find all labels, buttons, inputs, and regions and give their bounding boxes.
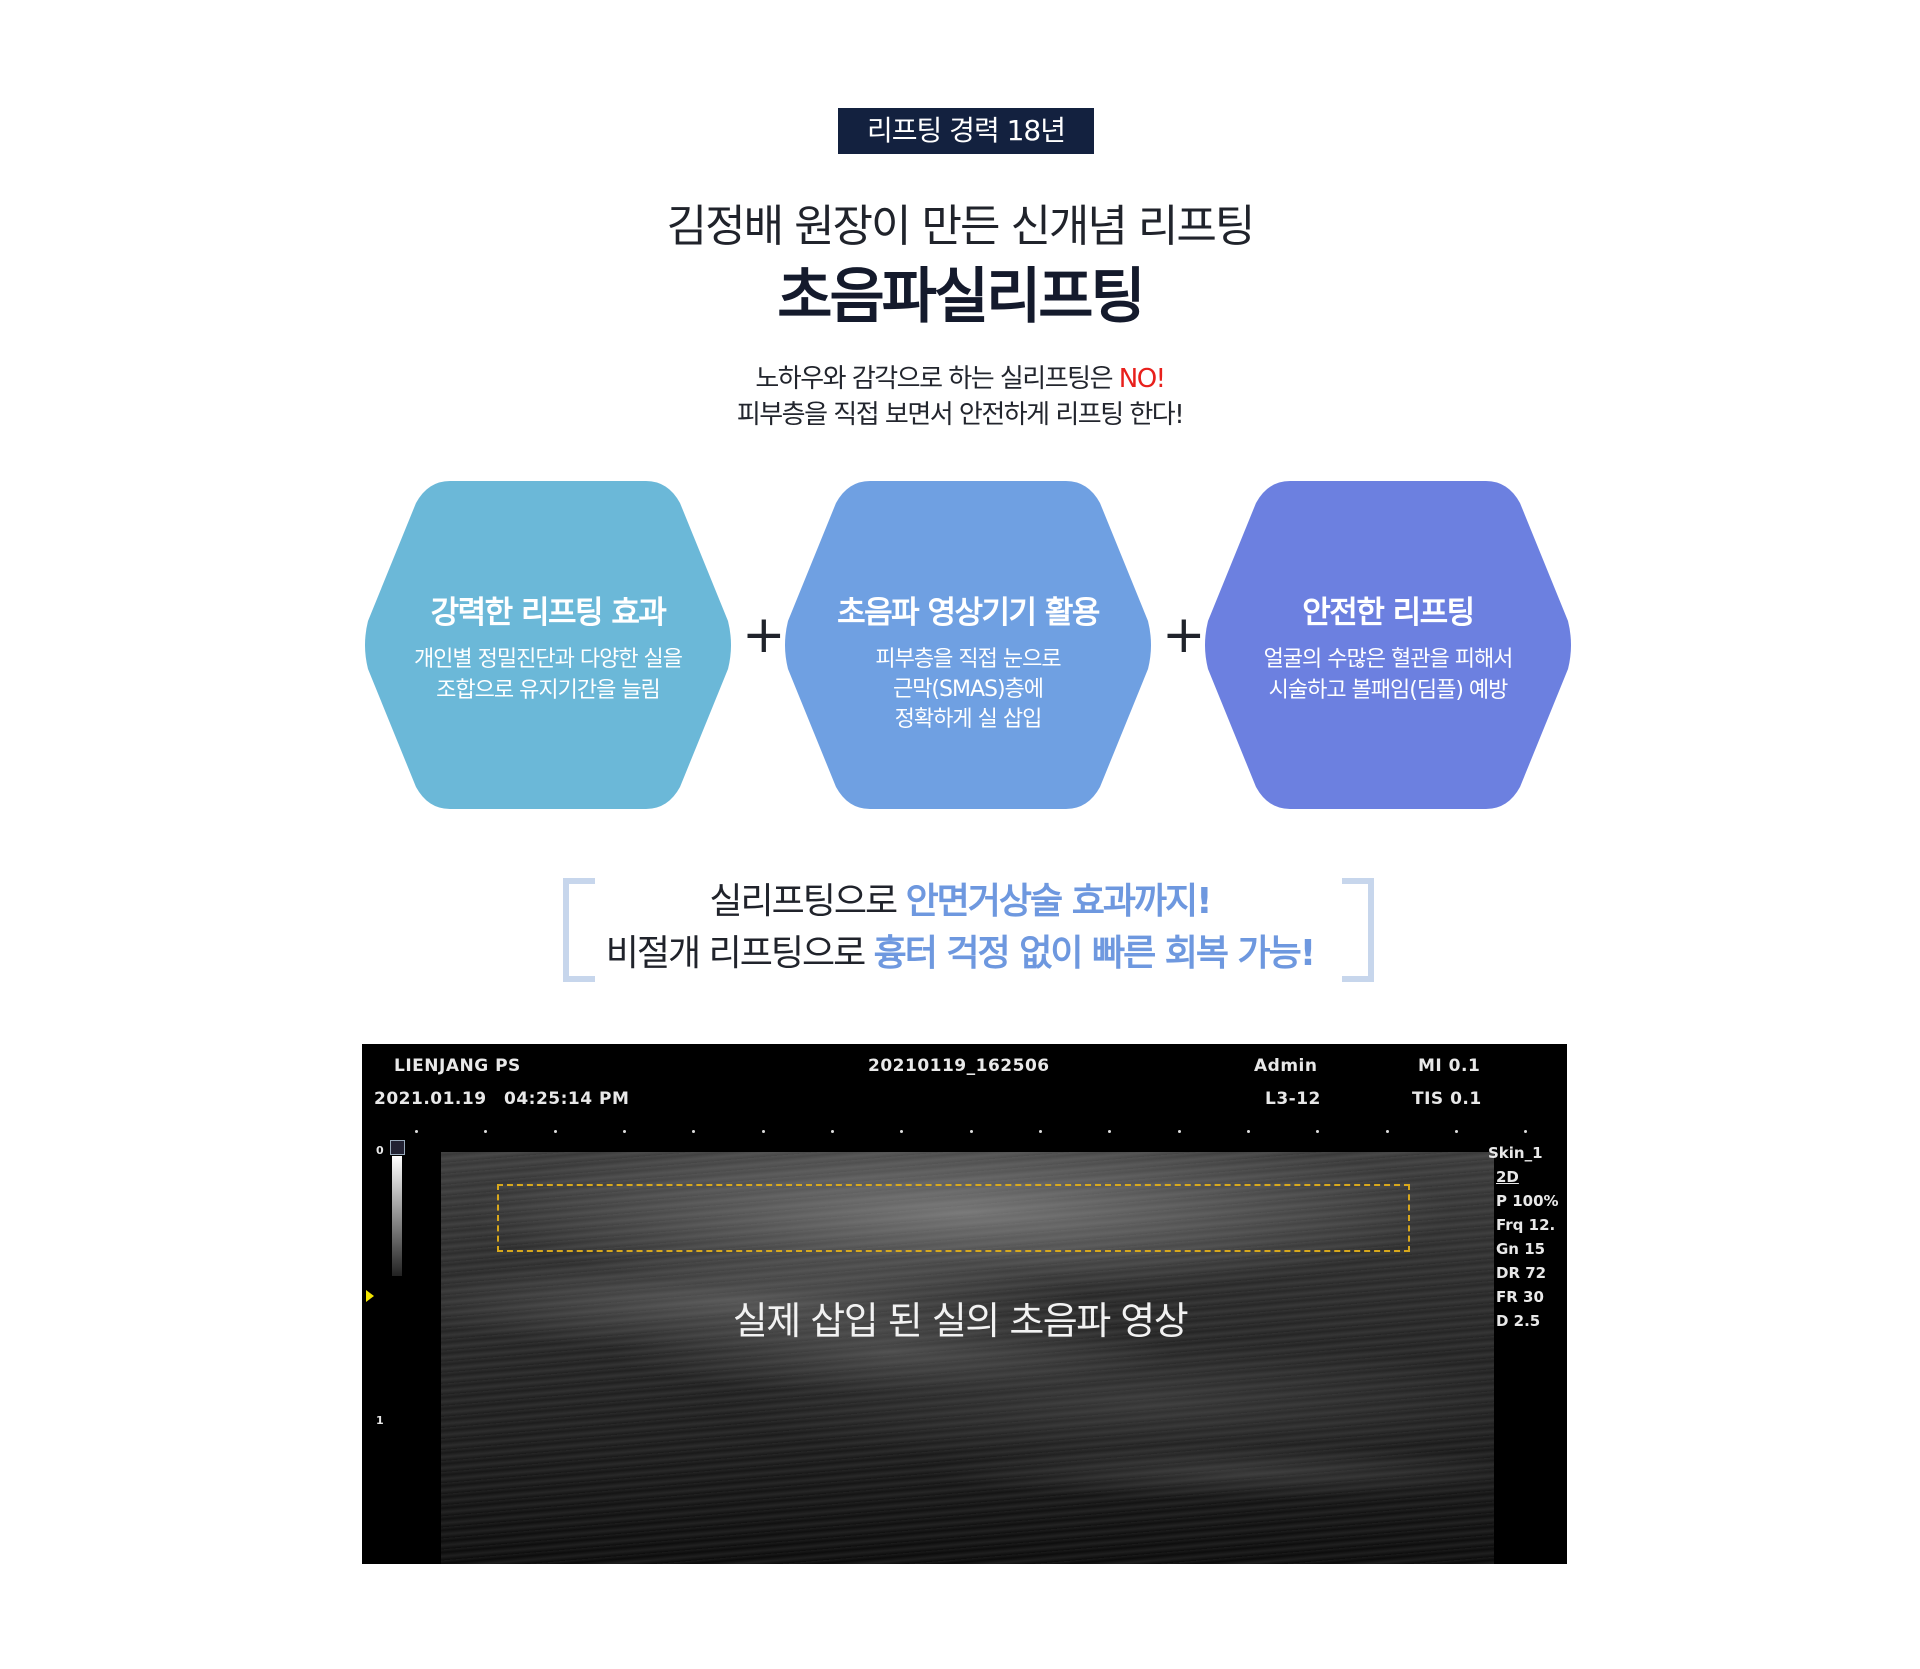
quote-line-2-highlight: 흉터 걱정 없이 빠른 회복 가능! bbox=[873, 933, 1317, 974]
ultrasound-scan-field bbox=[441, 1152, 1494, 1564]
feature-desc-line: 시술하고 볼패임(딤플) 예방 bbox=[1268, 678, 1509, 703]
intro-line-2: 피부층을 직접 보면서 안전하게 리프팅 한다! bbox=[736, 400, 1185, 430]
experience-badge: 리프팅 경력 18년 bbox=[838, 108, 1094, 154]
depth-scale-top: 0 bbox=[376, 1144, 384, 1157]
ultrasound-probe: L3-12 bbox=[1265, 1089, 1321, 1109]
ultrasound-param: Gn 15 bbox=[1496, 1240, 1546, 1258]
hexagon-shape bbox=[785, 481, 1151, 809]
feature-title: 안전한 리프팅 bbox=[1302, 595, 1475, 631]
feature-desc-line: 근막(SMAS)층에 bbox=[892, 677, 1044, 702]
hexagon-shape bbox=[365, 481, 731, 809]
ultrasound-param: FR 30 bbox=[1496, 1288, 1544, 1306]
intro-line-1: 노하우와 감각으로 하는 실리프팅은 NO! bbox=[0, 358, 1920, 395]
probe-orientation-icon bbox=[390, 1140, 405, 1155]
ultrasound-param: Frq 12. bbox=[1496, 1216, 1556, 1234]
feature-hexagon-lifting-effect: 강력한 리프팅 효과 개인별 정밀진단과 다양한 실을 조합으로 유지기간을 늘… bbox=[362, 481, 734, 809]
intro-line-1-text: 노하우와 감각으로 하는 실리프팅은 bbox=[755, 364, 1119, 394]
feature-title: 초음파 영상기기 활용 bbox=[837, 595, 1100, 631]
intro-no-text: NO! bbox=[1118, 364, 1166, 394]
ultrasound-param: 2D bbox=[1496, 1168, 1519, 1186]
ultrasound-clinic: LIENJANG PS bbox=[394, 1056, 521, 1076]
page-subtitle: 김정배 원장이 만든 신개념 리프팅 bbox=[666, 201, 1256, 252]
ultrasound-param: DR 72 bbox=[1496, 1264, 1547, 1282]
ultrasound-image: LIENJANG PS 2021.01.19 04:25:14 PM 20210… bbox=[362, 1044, 1567, 1564]
ultrasound-param: D 2.5 bbox=[1496, 1312, 1541, 1330]
quote-line-1-highlight: 안면거상술 효과까지! bbox=[905, 881, 1213, 922]
ultrasound-param: Skin_1 bbox=[1488, 1144, 1543, 1162]
feature-desc-line: 얼굴의 수많은 혈관을 피해서 bbox=[1263, 647, 1514, 672]
grayscale-bar bbox=[392, 1156, 402, 1276]
ultrasound-time: 04:25:14 PM bbox=[504, 1089, 630, 1109]
quote-line-1-plain: 실리프팅으로 bbox=[709, 881, 906, 922]
ultrasound-param: P 100% bbox=[1496, 1192, 1559, 1210]
quote-line-1: 실리프팅으로 안면거상술 효과까지! bbox=[0, 872, 1920, 924]
feature-desc-line: 정확하게 실 삽입 bbox=[894, 707, 1043, 732]
feature-title: 강력한 리프팅 효과 bbox=[430, 595, 667, 631]
ultrasound-file-id: 20210119_162506 bbox=[868, 1056, 1050, 1076]
focus-marker-icon bbox=[366, 1290, 374, 1302]
ultrasound-user: Admin bbox=[1254, 1056, 1318, 1076]
quote-line-2-plain: 비절개 리프팅으로 bbox=[605, 933, 874, 974]
feature-desc-line: 개인별 정밀진단과 다양한 실을 bbox=[413, 647, 683, 672]
feature-desc-line: 피부층을 직접 눈으로 bbox=[875, 647, 1061, 672]
thread-highlight-box bbox=[497, 1184, 1410, 1252]
ultrasound-tis: TIS 0.1 bbox=[1412, 1089, 1482, 1109]
ultrasound-mi: MI 0.1 bbox=[1418, 1056, 1481, 1076]
page-title: 초음파실리프팅 bbox=[777, 262, 1145, 332]
plus-sign: + bbox=[1162, 605, 1206, 665]
quote-line-2: 비절개 리프팅으로 흉터 걱정 없이 빠른 회복 가능! bbox=[0, 924, 1920, 976]
right-bracket bbox=[1342, 878, 1374, 982]
ultrasound-date: 2021.01.19 bbox=[374, 1089, 487, 1109]
ultrasound-caption: 실제 삽입 된 실의 초음파 영상 bbox=[732, 1299, 1189, 1343]
plus-sign: + bbox=[742, 605, 786, 665]
hexagon-shape bbox=[1205, 481, 1571, 809]
feature-desc-line: 조합으로 유지기간을 늘림 bbox=[436, 678, 661, 703]
feature-hexagon-safe-lifting: 안전한 리프팅 얼굴의 수많은 혈관을 피해서 시술하고 볼패임(딤플) 예방 bbox=[1202, 481, 1574, 809]
feature-hexagon-ultrasound: 초음파 영상기기 활용 피부층을 직접 눈으로 근막(SMAS)층에 정확하게 … bbox=[782, 481, 1154, 809]
left-bracket bbox=[563, 878, 595, 982]
depth-scale-mark: 1 bbox=[376, 1414, 384, 1427]
